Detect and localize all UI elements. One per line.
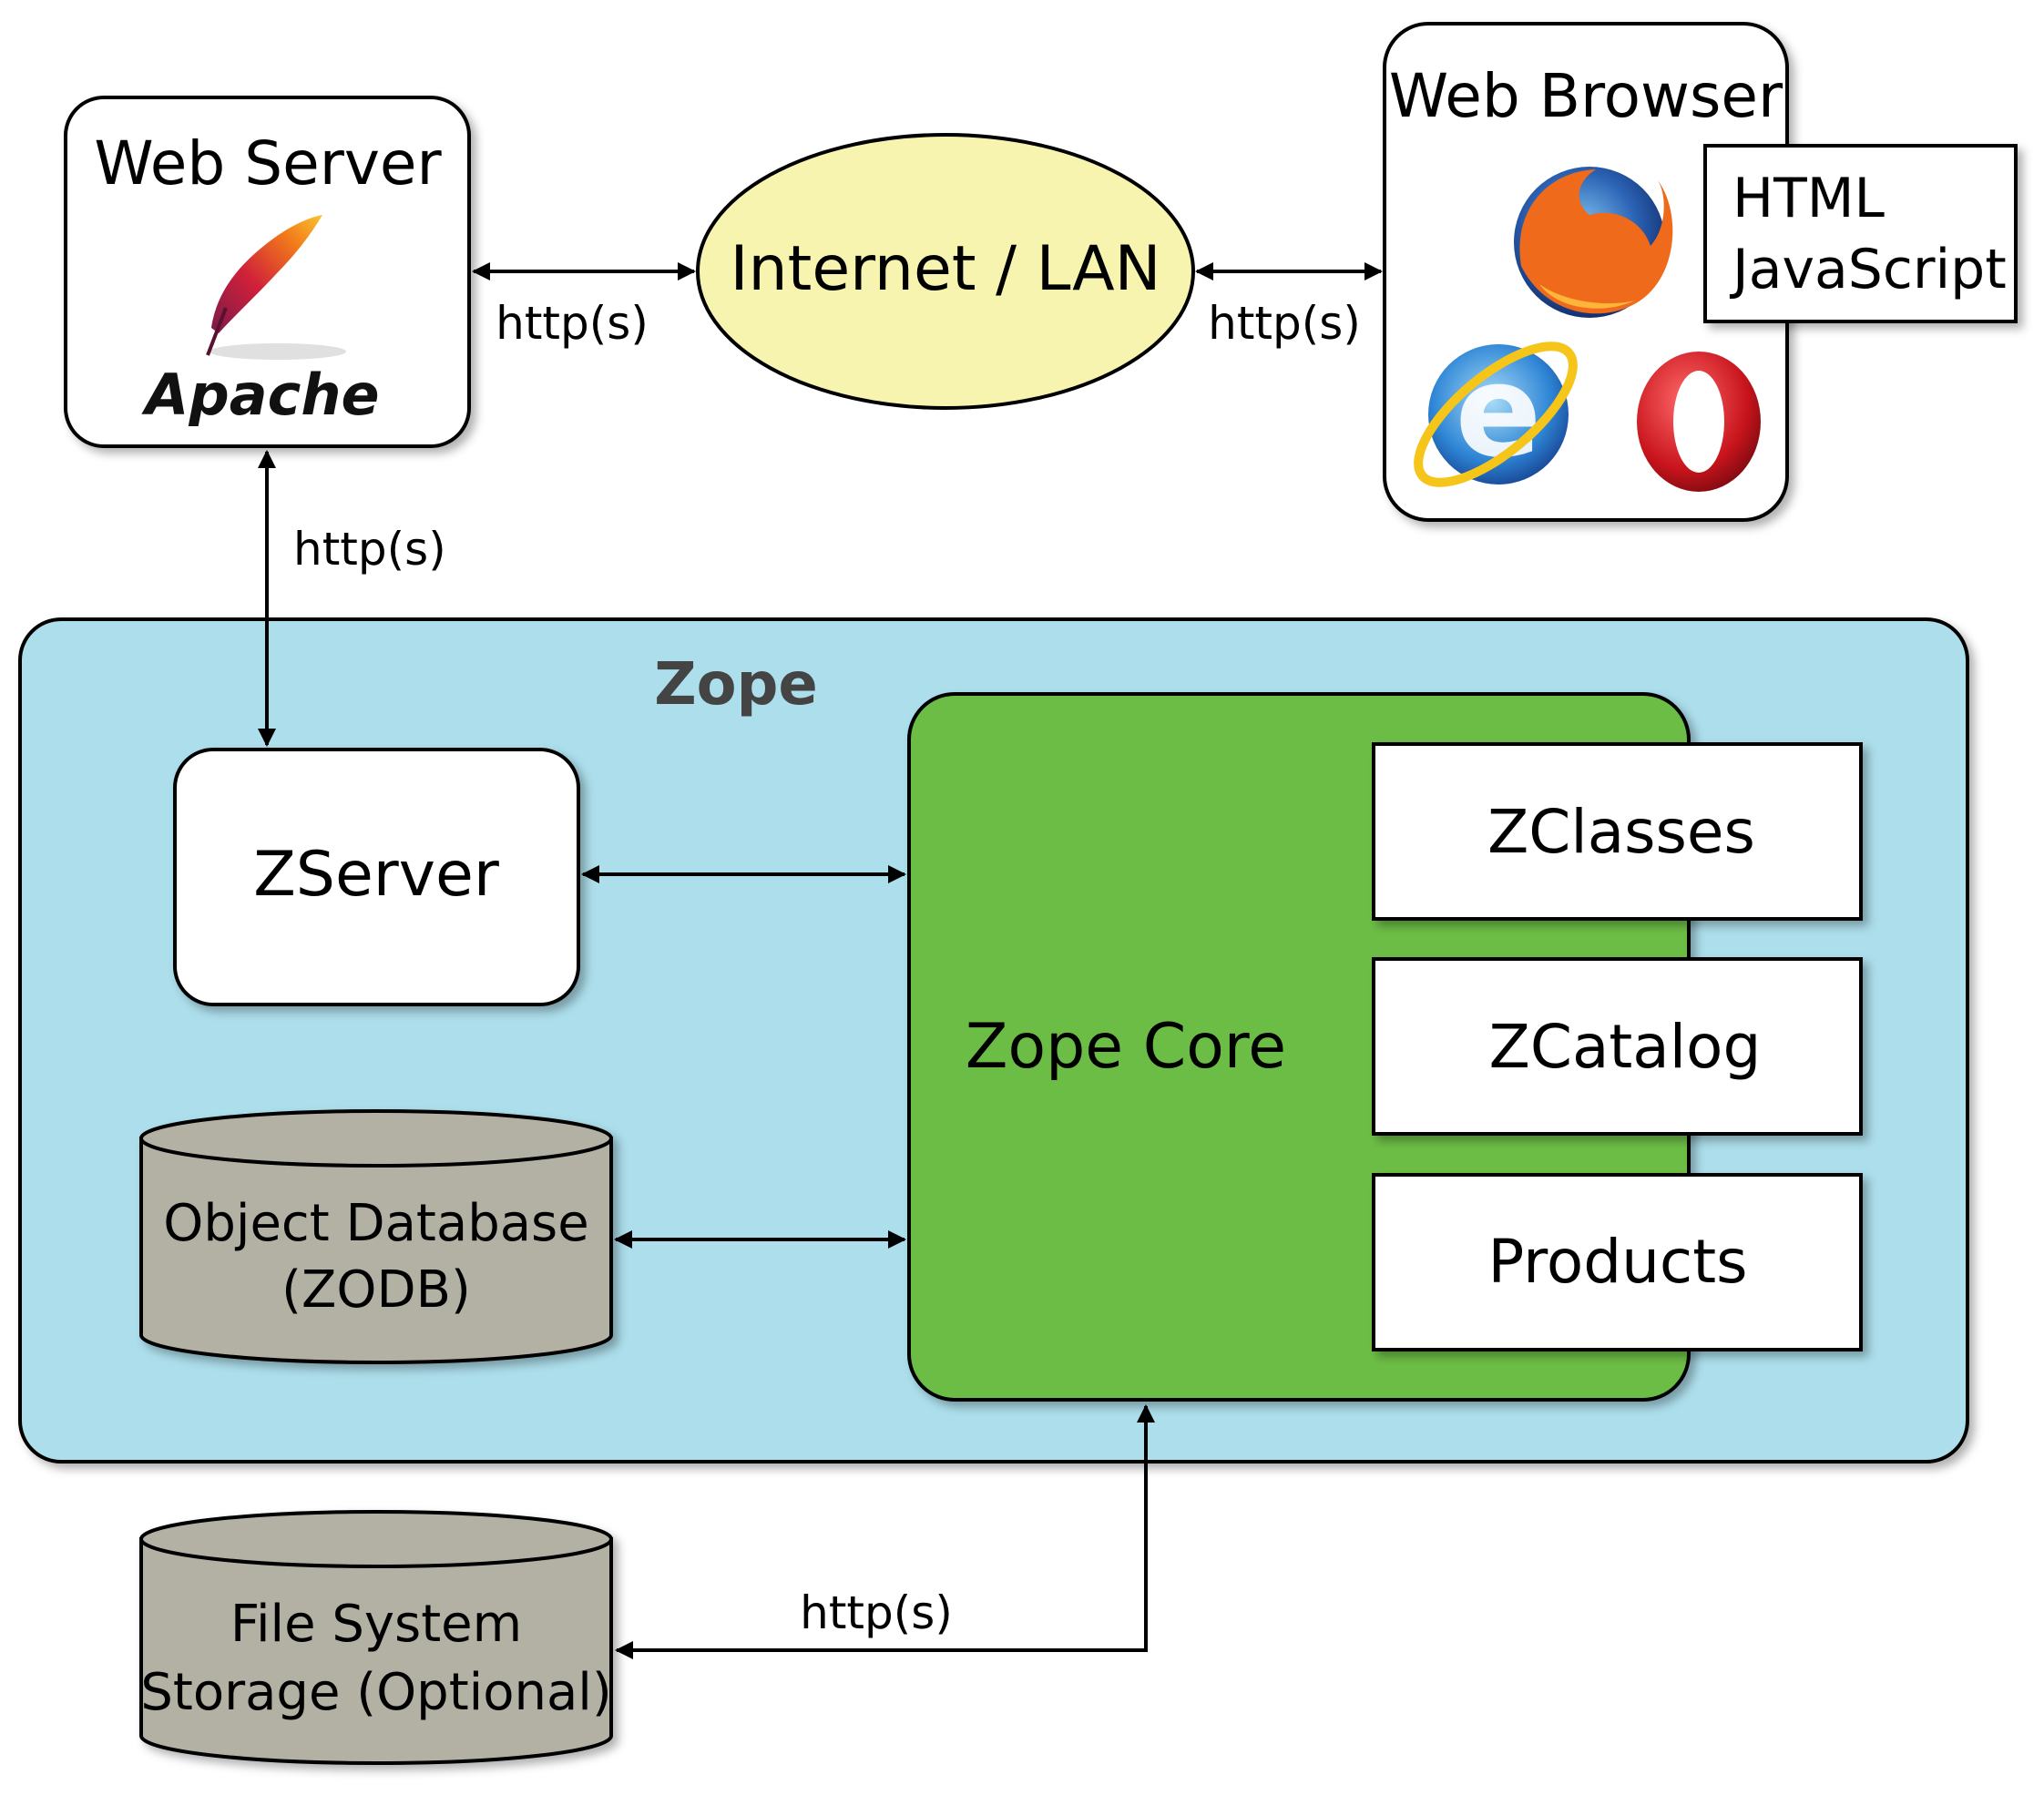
- zserver-label: ZServer: [253, 839, 499, 911]
- firefox-icon: [1514, 167, 1673, 318]
- file-storage-cylinder: [139, 1510, 613, 1765]
- file-storage-line1: File System: [230, 1595, 522, 1654]
- web-server-title: Web Server: [94, 128, 442, 199]
- zcatalog-box: [1372, 957, 1863, 1136]
- browser-tech-box: [1703, 144, 2018, 323]
- tech-javascript-label: JavaScript: [1729, 238, 2007, 301]
- zodb-cylinder: [139, 1109, 613, 1364]
- zserver-box: [173, 748, 580, 1006]
- apache-logo-text: Apache: [140, 362, 379, 428]
- file-storage-line2: Storage (Optional): [140, 1663, 611, 1722]
- products-label: Products: [1488, 1227, 1748, 1297]
- products-box: [1372, 1173, 1863, 1351]
- arrow-storage-core: [615, 1404, 1155, 1659]
- apache-feather-icon: [206, 215, 346, 360]
- label-internet-browser: http(s): [1208, 297, 1361, 350]
- zclasses-box: [1372, 742, 1863, 921]
- web-browser-title: Web Browser: [1389, 61, 1783, 131]
- zope-label: Zope: [654, 651, 818, 719]
- zclasses-label: ZClasses: [1487, 797, 1755, 867]
- label-server-internet: http(s): [496, 297, 649, 350]
- tech-html-label: HTML: [1732, 167, 1886, 230]
- opera-icon: [1637, 352, 1761, 492]
- label-server-zserver: http(s): [293, 523, 446, 576]
- zodb-line2: (ZODB): [281, 1260, 471, 1320]
- zodb-line1: Object Database: [163, 1194, 588, 1253]
- label-storage-core: http(s): [800, 1586, 953, 1639]
- internet-explorer-icon: e: [1414, 338, 1578, 487]
- internet-label: Internet / LAN: [731, 233, 1161, 305]
- zcatalog-label: ZCatalog: [1489, 1012, 1762, 1082]
- internet-ellipse: [696, 133, 1195, 410]
- zope-core-label: Zope Core: [966, 1011, 1286, 1083]
